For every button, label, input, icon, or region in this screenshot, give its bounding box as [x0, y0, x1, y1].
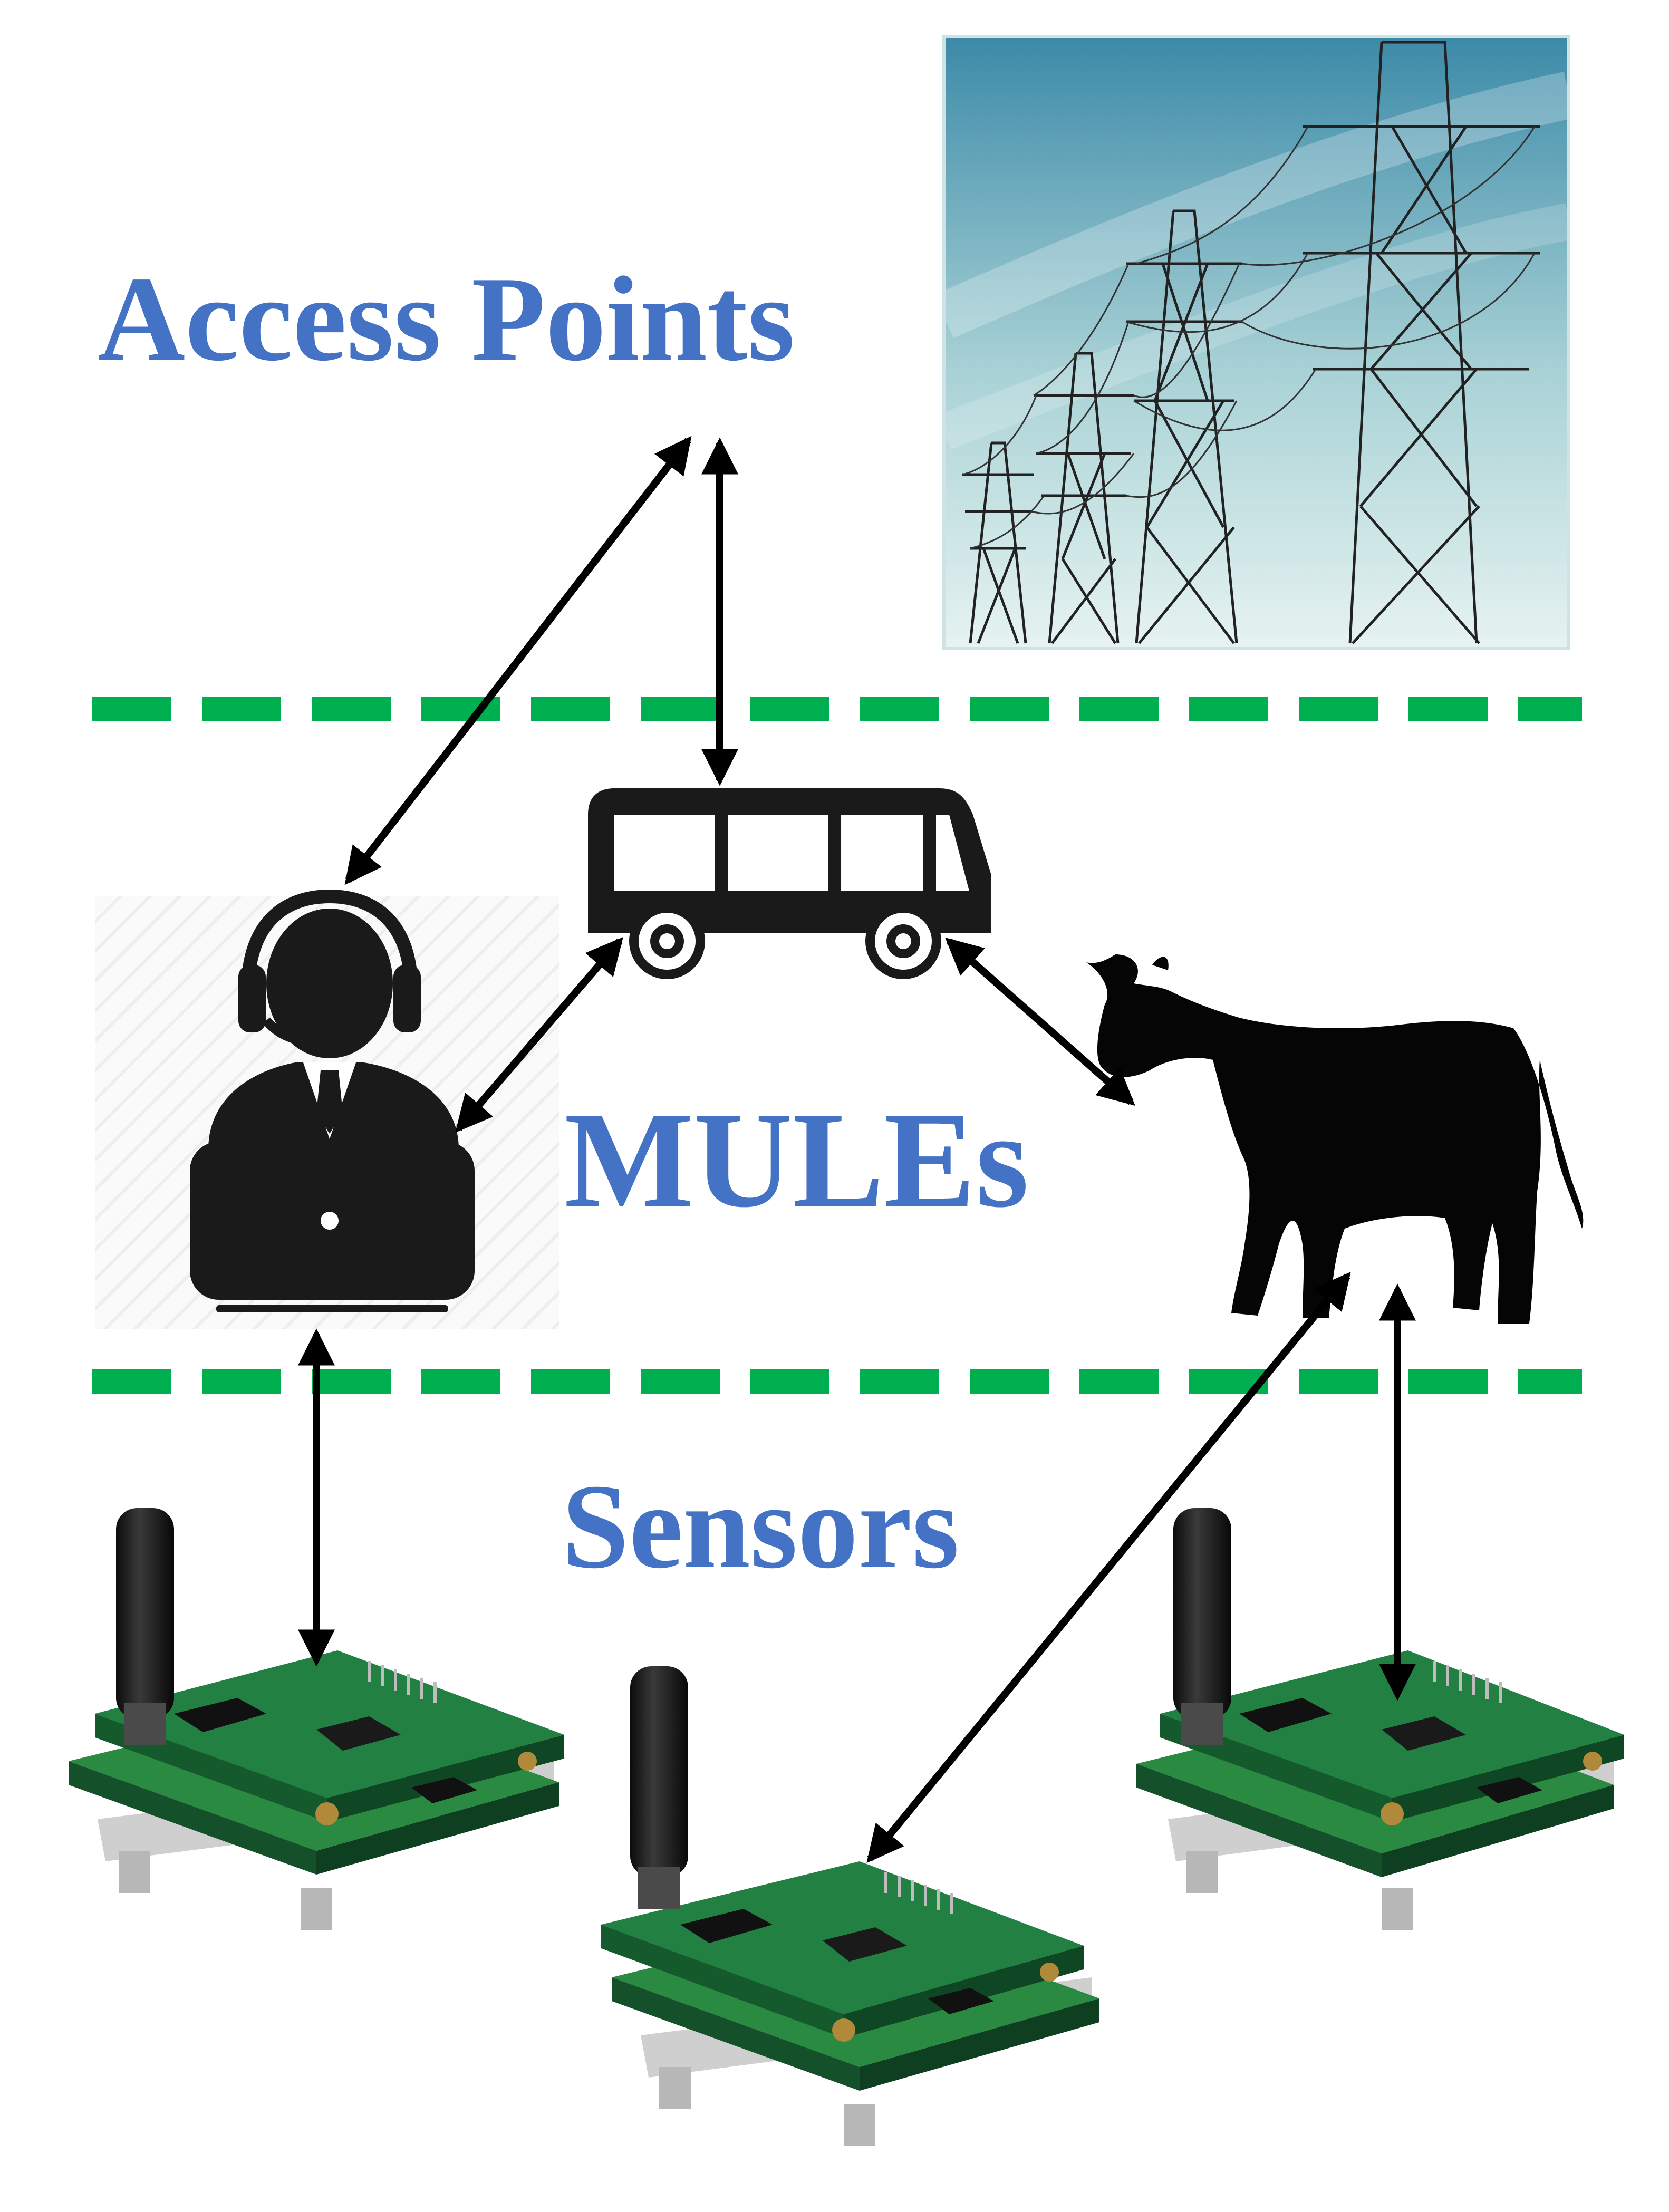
cow-silhouette-icon	[1086, 954, 1584, 1324]
sensor-board-photo	[1136, 1508, 1624, 1930]
sensors-label: Sensors	[562, 1459, 960, 1593]
sensor-board-photo	[69, 1508, 564, 1930]
arrow-operator-access-points	[344, 436, 692, 885]
arrow-cow-sensor-center	[866, 1271, 1351, 1863]
arrow-operator-bus	[455, 937, 623, 1133]
operator-headset-laptop-icon	[95, 889, 559, 1329]
access-points-label: Access Points	[98, 252, 795, 386]
sensor-board-photo	[601, 1666, 1099, 2146]
mules-label: MULEs	[564, 1084, 1029, 1236]
arrow-bus-cow	[945, 938, 1135, 1106]
transmission-towers-photo	[934, 35, 1574, 650]
bus-icon	[588, 788, 991, 979]
